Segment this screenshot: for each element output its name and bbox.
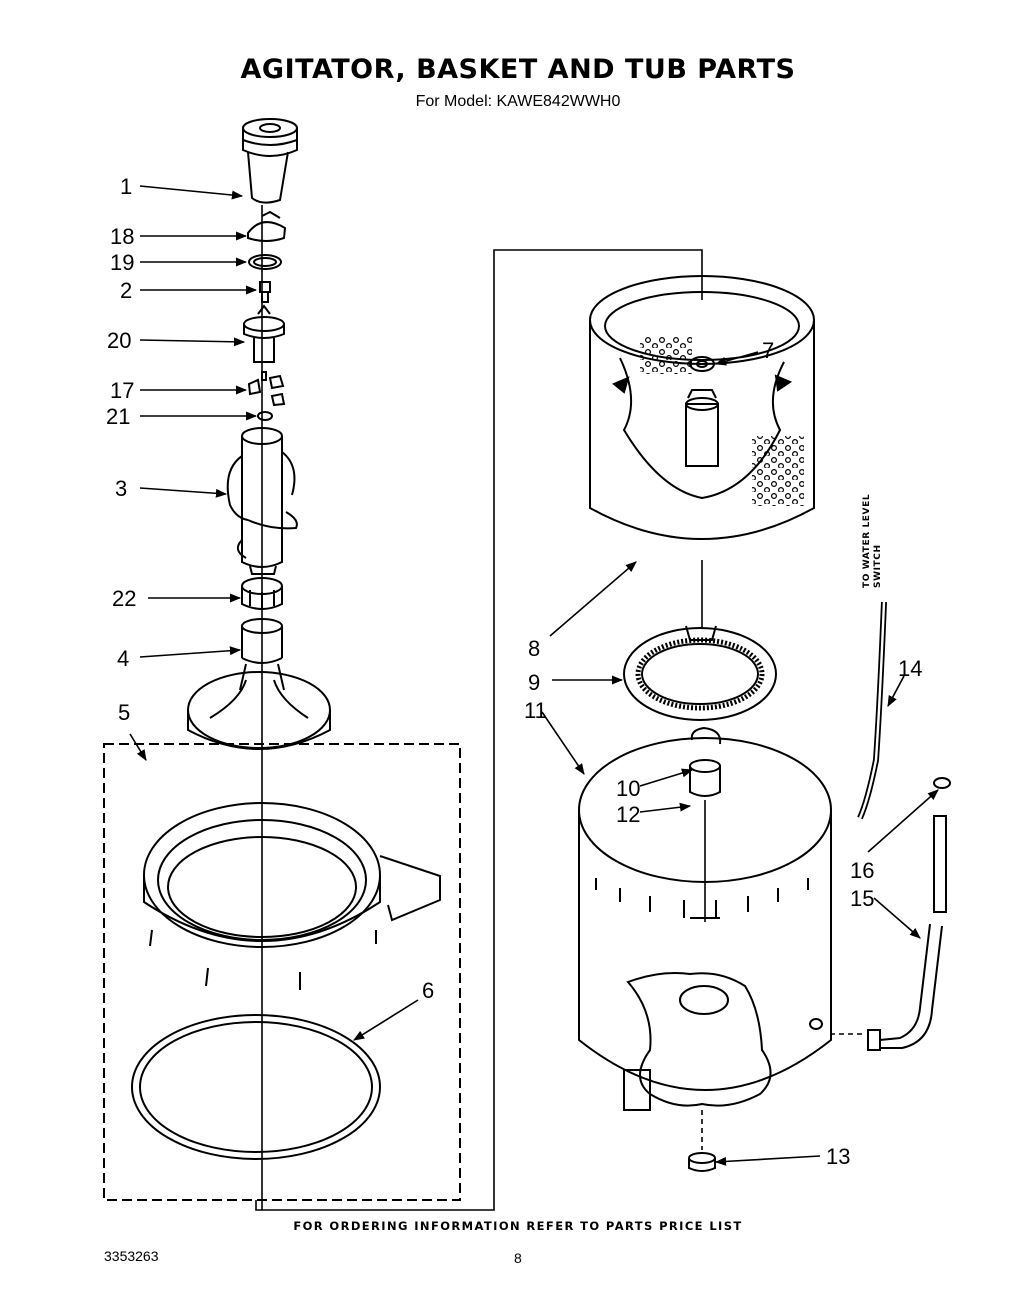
callout-label: 11	[524, 698, 547, 723]
callout-label: 8	[528, 636, 540, 661]
callout-label: 14	[898, 656, 922, 681]
document-number: 3353263	[104, 1248, 159, 1264]
callout-label: 12	[616, 802, 640, 827]
callout-label: 7	[762, 338, 774, 363]
callout-label: 9	[528, 670, 540, 695]
callout-label: 15	[850, 886, 874, 911]
tub-drain-part	[688, 1110, 716, 1172]
page-title: AGITATOR, BASKET AND TUB PARTS	[240, 54, 796, 85]
ordering-note: FOR ORDERING INFORMATION REFER TO PARTS …	[293, 1219, 743, 1233]
callout-label: 21	[106, 404, 130, 429]
cam-part	[241, 577, 283, 610]
callout-label: 17	[110, 378, 134, 403]
washer-part	[257, 411, 273, 421]
model-subtitle: For Model: KAWE842WWH0	[415, 93, 621, 110]
water-level-switch-note: TO WATER LEVEL SWITCH	[862, 493, 883, 588]
agitator-cam-part	[247, 210, 287, 242]
bolt-part	[259, 281, 271, 303]
air-dome-hose-part	[867, 777, 951, 1051]
callout-label: 4	[117, 646, 129, 671]
agitator-part	[226, 427, 298, 575]
tub-ring-part	[143, 802, 441, 990]
callout-label: 5	[118, 700, 130, 725]
callout-label: 18	[110, 224, 134, 249]
page-number: 8	[514, 1250, 522, 1266]
basket-nut-part	[689, 356, 715, 372]
dog-assembly-part	[243, 304, 285, 363]
callout-label: 22	[112, 586, 136, 611]
callout-label: 6	[422, 978, 434, 1003]
agitator-cap-part	[242, 118, 298, 204]
outer-tub-part	[578, 737, 866, 1111]
drive-hub-part	[187, 618, 331, 750]
callout-label: 3	[115, 476, 127, 501]
callout-label: 13	[826, 1144, 850, 1169]
hub-ring-part	[623, 625, 777, 721]
callout-label: 16	[850, 858, 874, 883]
seal-group-box	[103, 743, 461, 1201]
tub-seal-part	[131, 1014, 381, 1160]
agitator-dogs-part	[247, 371, 286, 407]
callout-label: 19	[110, 250, 134, 275]
assembly-connector-line	[255, 249, 703, 1211]
hub-nut-part	[689, 726, 722, 797]
callout-label: 1	[120, 174, 132, 199]
callout-label: 10	[616, 776, 640, 801]
pressure-hose-part	[857, 601, 887, 820]
wash-basket-part	[589, 275, 815, 540]
callout-label: 20	[107, 328, 131, 353]
callout-labels: 1 18 19 2 20 17 21 3 22 4 5 6 7 8 9 11 1…	[106, 174, 922, 1169]
callout-label: 2	[120, 278, 132, 303]
seal-ring-part	[248, 254, 282, 270]
